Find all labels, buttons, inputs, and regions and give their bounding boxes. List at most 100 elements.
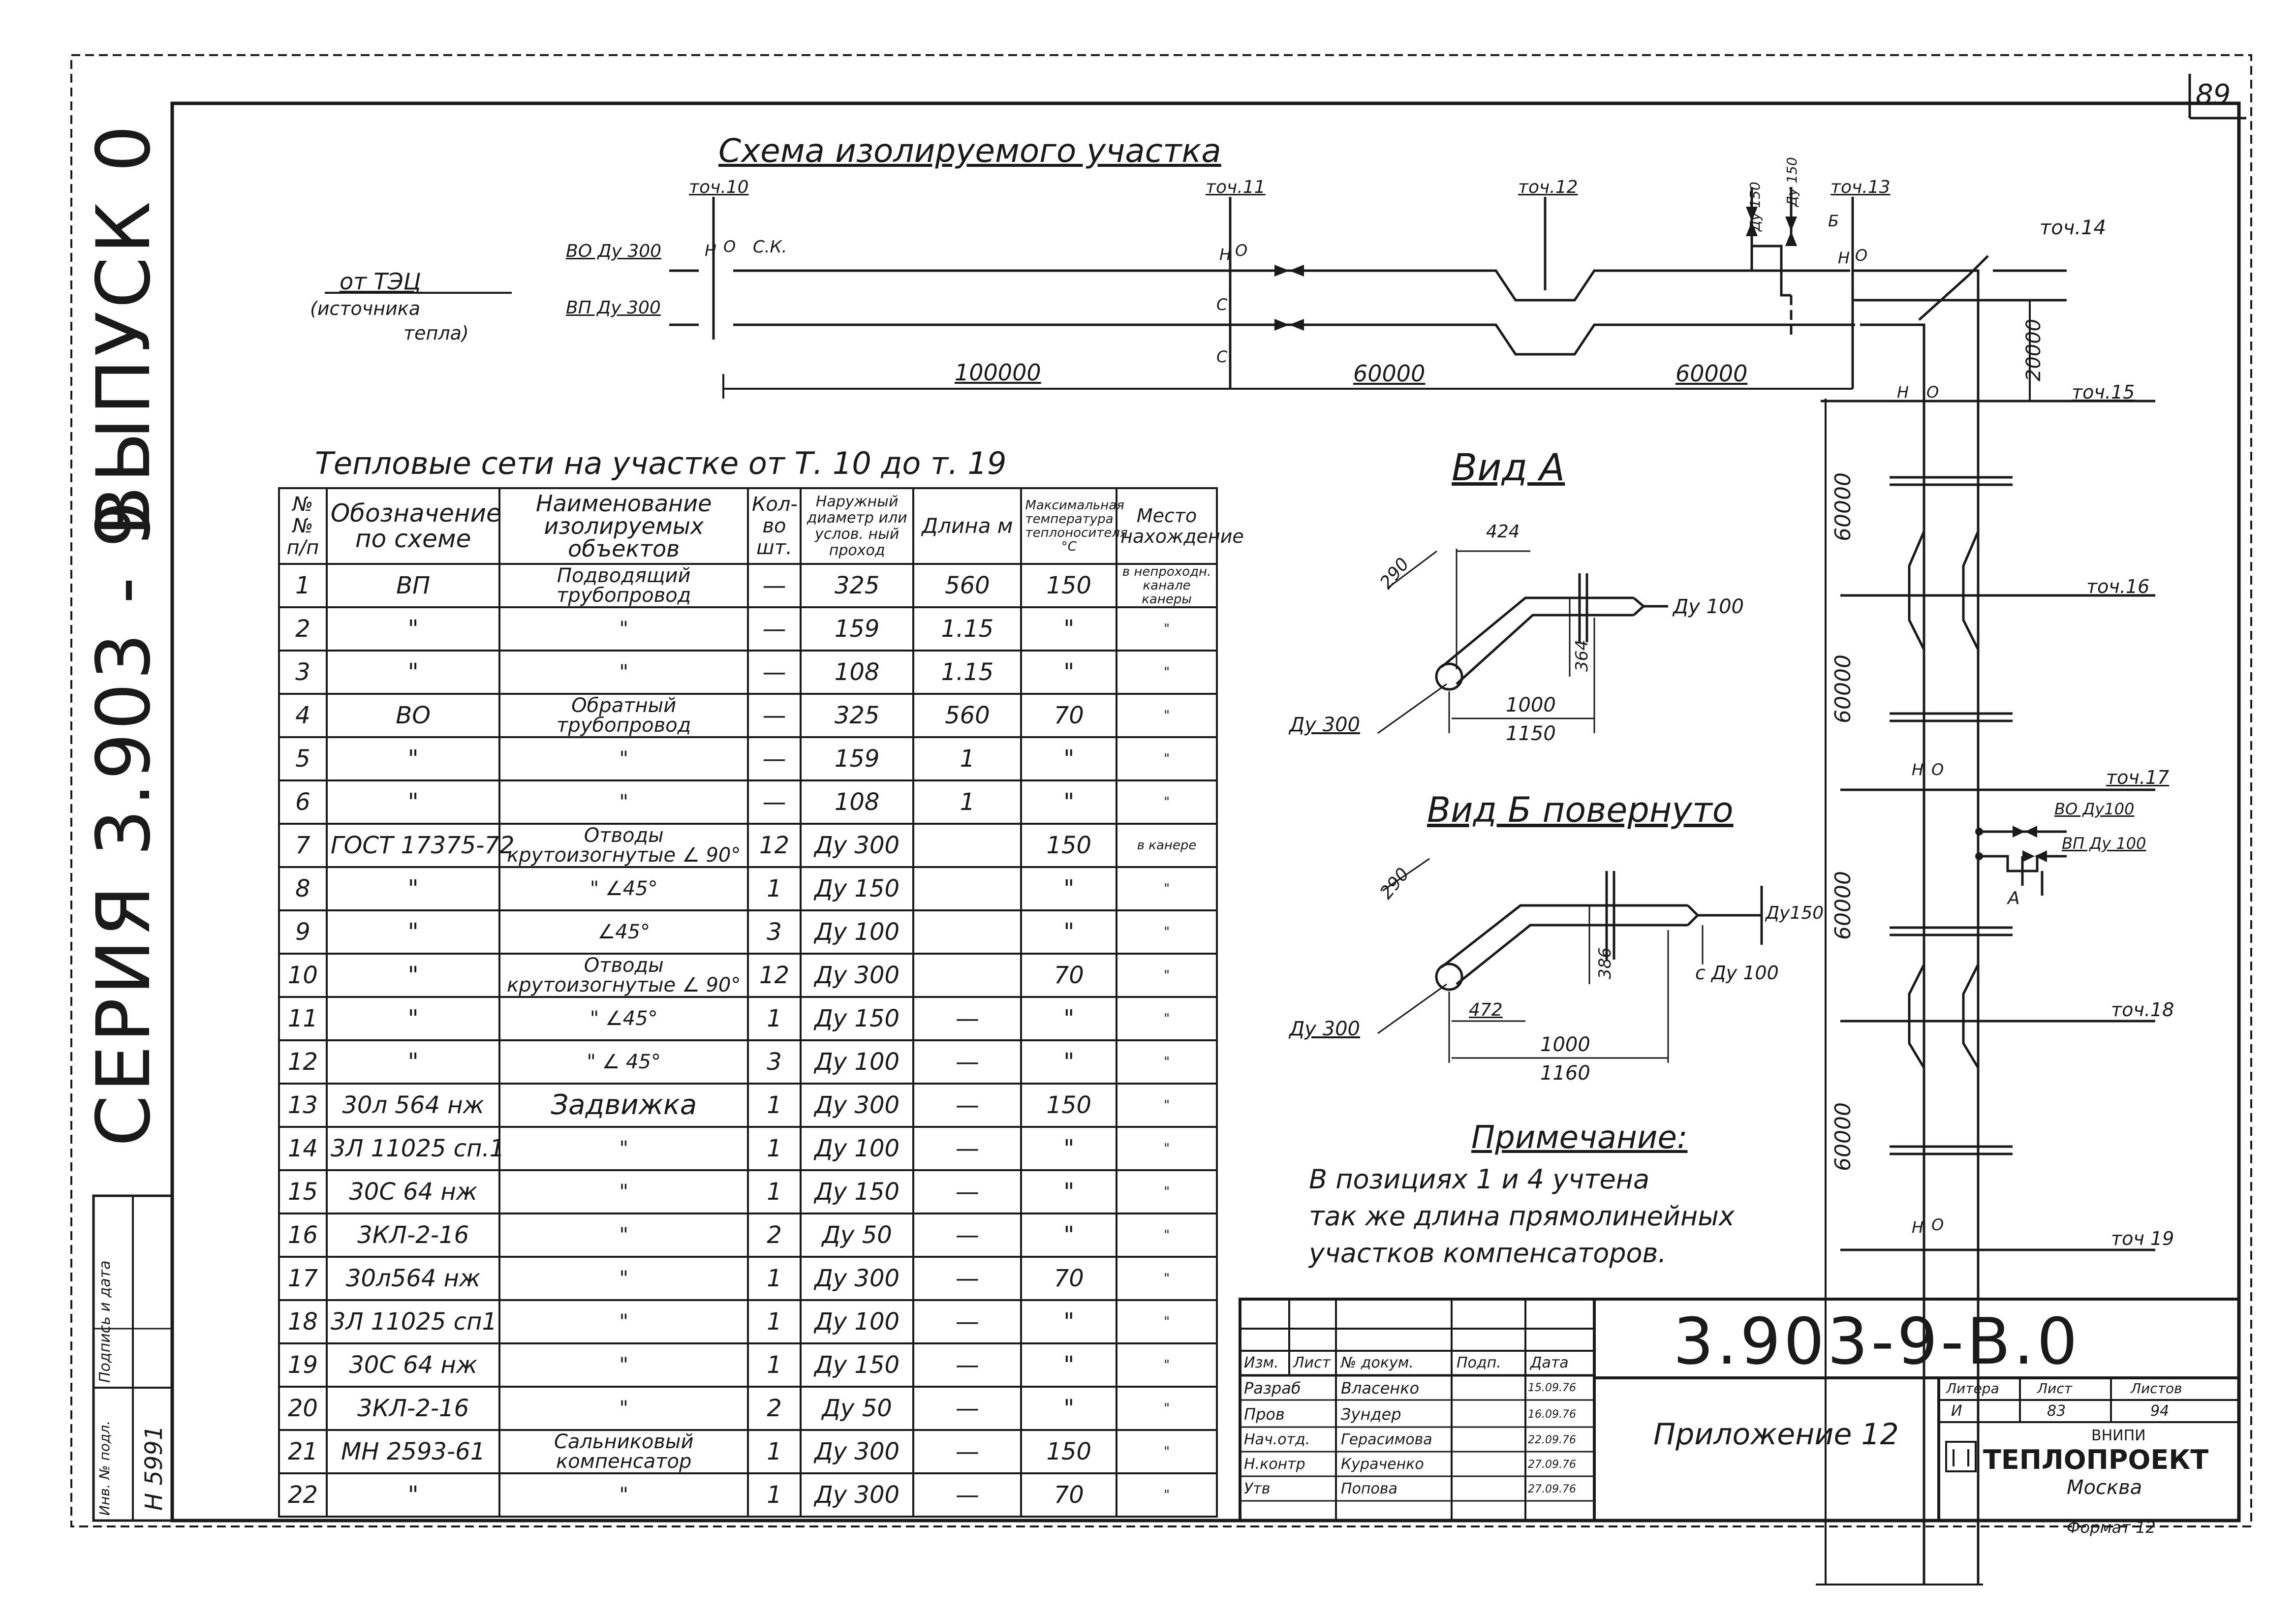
col-name: Наименование изолируемых объектов [498,487,749,565]
row-name: " [498,779,749,825]
row-designation: 3КЛ-2-16 [325,1213,501,1258]
point-t18: точ.18 [2111,999,2174,1021]
row-location: " [1116,953,1218,998]
source-line3: тепла) [403,322,469,344]
row-name: ∠45° [498,909,749,955]
mark-n-15: Н [1897,383,1909,402]
row-length [912,953,1023,998]
row-num: 5 [278,736,328,781]
row-num: 2 [278,606,328,652]
row-location: " [1116,606,1218,652]
role-0: Разраб [1244,1379,1301,1398]
row-temperature: " [1020,606,1118,652]
view-a-du100: Ду 100 [1673,595,1744,618]
row-location: в канере [1116,823,1218,868]
row-temperature: " [1020,1299,1118,1344]
row-location: " [1116,650,1218,695]
row-length: — [912,1126,1023,1171]
person-3: Кураченко [1341,1456,1424,1473]
row-length: — [912,996,1023,1041]
row-length: 560 [912,693,1023,738]
point-t16: точ.16 [2086,576,2150,597]
row-qty: — [746,736,802,781]
org-name: ТЕПЛОПРОЕКТ [1983,1444,2209,1475]
row-temperature: " [1020,866,1118,911]
row-location: " [1116,1256,1218,1301]
row-temperature: " [1020,736,1118,781]
point-t13: точ.13 [1831,177,1891,197]
row-qty: 1 [746,1083,802,1128]
row-diameter: Ду 150 [799,1169,915,1214]
row-length: — [912,1169,1023,1214]
row-length [912,909,1023,955]
mark-o-13: О [1855,246,1868,265]
row-name: " [498,1472,749,1518]
row-designation: " [325,953,501,998]
row-location: " [1116,1169,1218,1214]
row-temperature: " [1020,1039,1118,1085]
row-name: " [498,1169,749,1214]
row-name: Подводящий трубопровод [498,563,749,608]
row-name: Отводы крутоизогнутые ∠ 90° [498,953,749,998]
row-location: " [1116,866,1218,911]
mark-n-11: Н [1219,245,1232,264]
row-temperature: 70 [1020,1256,1118,1301]
row-temperature: " [1020,1213,1118,1258]
date-3: 27.09.76 [1528,1459,1576,1471]
mark-sk: С.К. [753,237,787,257]
row-length [912,866,1023,911]
col-diameter: Наружный диаметр или услов. ный проход [799,487,915,565]
view-b-dim-1000: 1000 [1540,1033,1590,1056]
row-name: " [498,736,749,781]
row-diameter: Ду 300 [799,1083,915,1128]
person-0: Власенко [1341,1379,1420,1398]
row-location: " [1116,996,1218,1041]
date-1: 16.09.76 [1528,1408,1576,1421]
head-doc: № докум. [1341,1354,1414,1371]
row-temperature: 70 [1020,953,1118,998]
row-designation: 30С 64 нж [325,1169,501,1214]
row-num: 14 [278,1126,328,1171]
col-designation: Обозначение по схеме [325,487,501,565]
mark-o: О [723,237,736,256]
row-temperature: " [1020,1126,1118,1171]
row-num: 15 [278,1169,328,1214]
view-a-du300: Ду 300 [1289,714,1360,736]
row-num: 20 [278,1386,328,1431]
row-length: — [912,1213,1023,1258]
row-location: " [1116,1342,1218,1388]
role-1: Пров [1244,1405,1285,1424]
view-b-dim-1160: 1160 [1540,1062,1590,1085]
point-t19: точ 19 [2111,1228,2174,1249]
row-num: 11 [278,996,328,1041]
row-designation: 3Л 11025 сп.1 [325,1126,504,1171]
row-length: 560 [912,563,1023,608]
row-temperature: " [1020,1386,1118,1431]
row-location: " [1116,1126,1218,1171]
row-qty: 12 [746,823,802,868]
row-location: " [1116,1472,1218,1518]
litera-value: И [1951,1402,1962,1420]
view-b-du150: Ду150 [1766,903,1824,923]
role-4: Утв [1244,1480,1271,1497]
role-3: Н.контр [1244,1456,1305,1473]
mark-o-11: О [1235,241,1248,260]
row-diameter: 159 [799,606,915,652]
row-diameter: Ду 300 [799,823,915,868]
row-qty: 1 [746,996,802,1041]
row-length: — [912,1039,1023,1085]
sheet-label: Лист [2037,1380,2072,1397]
date-0: 15.09.76 [1528,1382,1576,1394]
row-diameter: 325 [799,563,915,608]
view-b-du300: Ду 300 [1289,1018,1360,1040]
row-num: 9 [278,909,328,955]
row-designation: 30л564 нж [325,1256,501,1301]
